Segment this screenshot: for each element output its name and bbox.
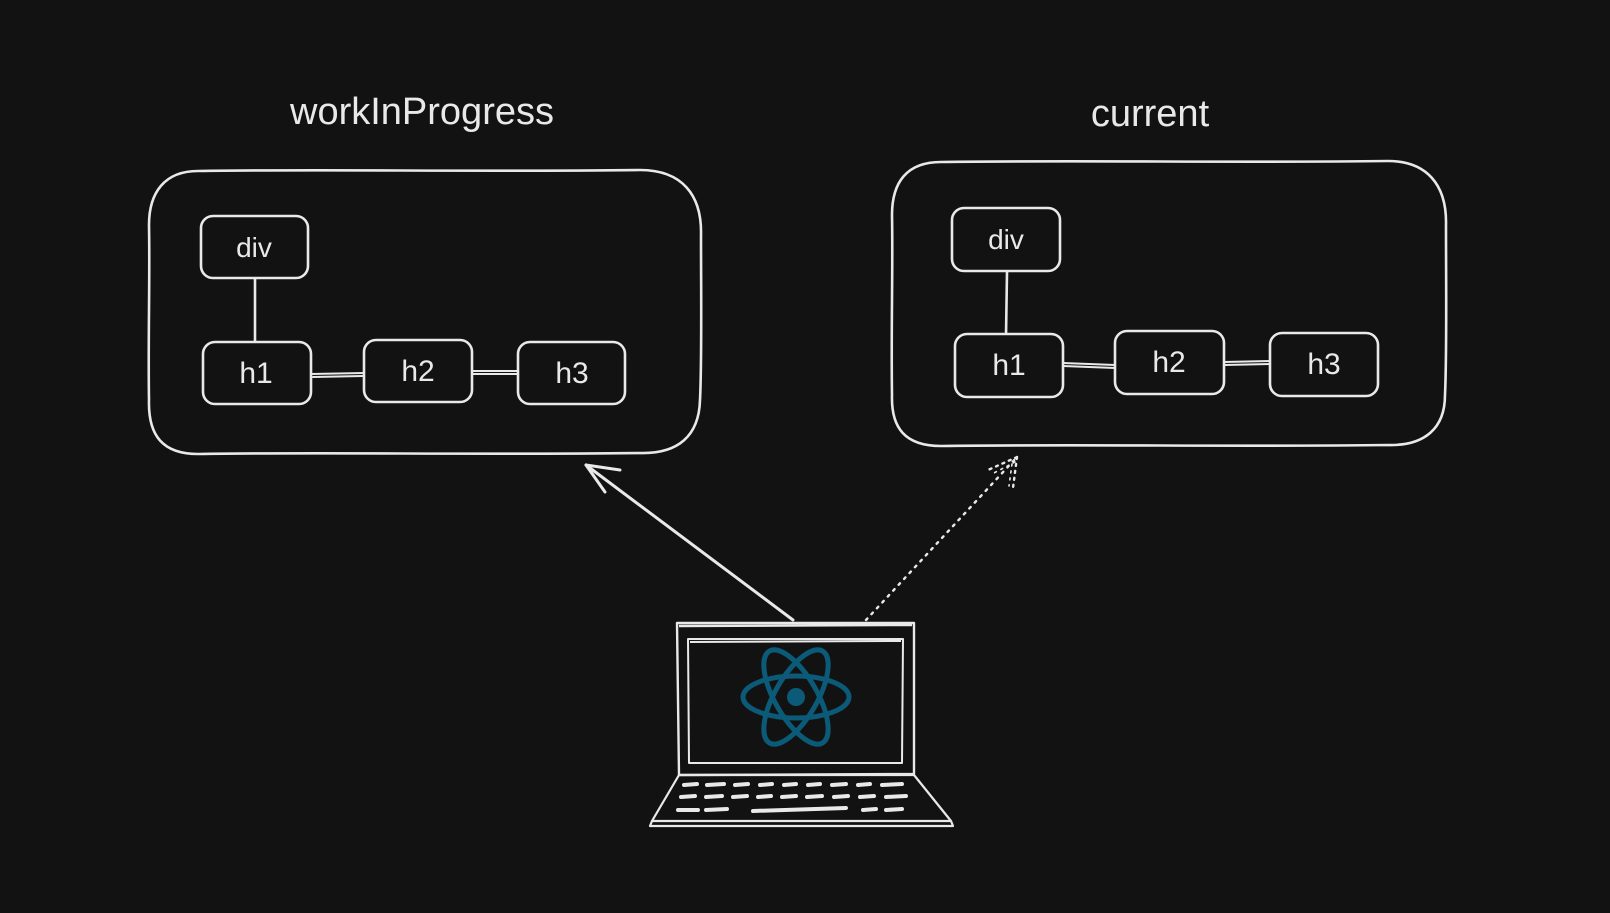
- laptop-keyboard: [676, 782, 908, 813]
- node-h1: h1: [201, 340, 313, 406]
- tree-title: current: [1091, 93, 1210, 135]
- laptop-base: [648, 773, 955, 828]
- tree-current: current div h1 h2 h3: [890, 93, 1448, 448]
- node-label: h1: [239, 357, 272, 390]
- tree-workinprogress: workInProgress div h1 h2 h3: [147, 91, 703, 456]
- edge-div-h1: [1004, 270, 1009, 338]
- node-h3: h3: [1268, 331, 1380, 398]
- node-label: h2: [401, 355, 434, 388]
- edge-h1-h2: [1062, 362, 1116, 369]
- edge-h2-h3: [1223, 360, 1271, 366]
- node-label: h2: [1152, 346, 1185, 379]
- node-label: div: [988, 224, 1024, 255]
- node-label: h1: [992, 349, 1025, 382]
- arrow-to-workinprogress: [584, 463, 795, 622]
- node-div: div: [199, 214, 310, 280]
- node-label: div: [236, 232, 272, 263]
- tree-container: [147, 168, 703, 456]
- tree-container: [890, 159, 1448, 448]
- laptop-illustration: [648, 621, 955, 828]
- node-label: h3: [1307, 348, 1340, 381]
- tree-title: workInProgress: [289, 91, 554, 133]
- edge-h2-h3: [471, 370, 519, 375]
- node-div: div: [950, 206, 1062, 273]
- node-h2: h2: [362, 338, 474, 404]
- node-h3: h3: [516, 340, 627, 406]
- react-logo-icon: [740, 647, 852, 747]
- node-h1: h1: [953, 332, 1065, 399]
- laptop-screen: [687, 638, 904, 764]
- edge-h1-h2: [310, 372, 365, 378]
- node-label: h3: [555, 357, 588, 390]
- arrow-to-current: [864, 455, 1019, 622]
- node-h2: h2: [1113, 329, 1226, 396]
